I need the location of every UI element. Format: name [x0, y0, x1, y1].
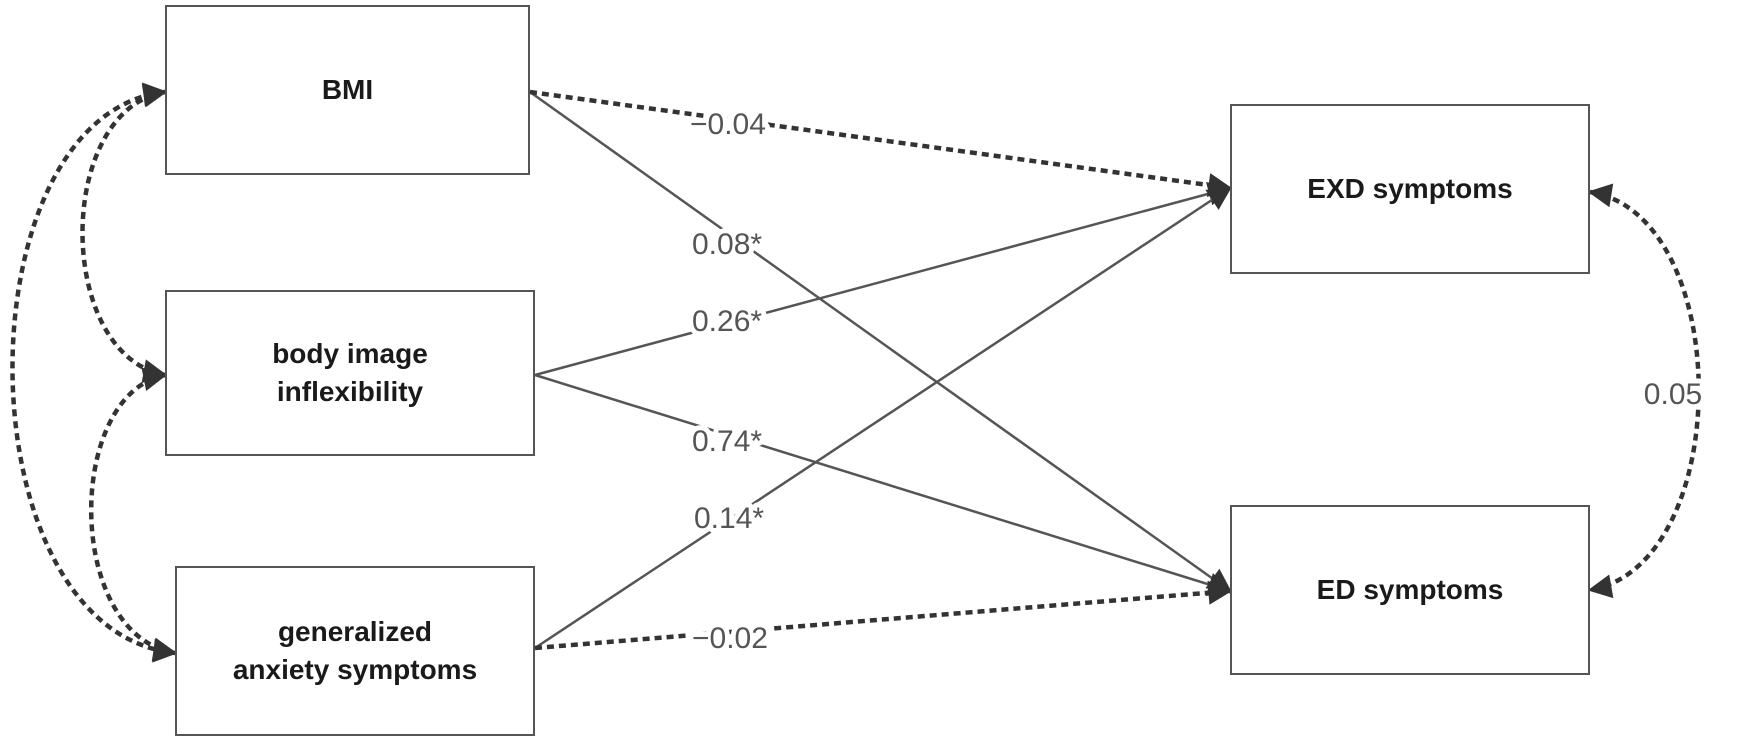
coef-bmi-ed: 0.08*	[692, 228, 762, 261]
path-body-image-to-ed	[534, 373, 1233, 597]
path-anxiety-to-ed	[534, 580, 1233, 651]
coef-body-image-exd: 0.26*	[692, 305, 762, 338]
covariance-bmi-anxiety	[10, 82, 178, 663]
covariance-bmi-body-image	[80, 83, 168, 383]
path-bmi-to-ed	[529, 90, 1232, 593]
covariance-exd-ed	[1587, 183, 1701, 599]
coef-anxiety-ed: −0.02	[692, 622, 768, 655]
node-ed-symptoms: ED symptoms	[1230, 505, 1590, 675]
node-ed-label: ED symptoms	[1316, 574, 1504, 605]
coef-exd-ed-covariance: 0.05	[1644, 378, 1702, 411]
covariance-body-image-anxiety	[89, 367, 178, 662]
node-body-image-inflexibility: body image inflexibility	[165, 290, 535, 456]
node-anxiety-label: generalized anxiety symptoms	[232, 616, 478, 685]
path-bmi-to-exd	[529, 89, 1233, 197]
node-body-image-label: body image inflexibility	[272, 338, 428, 407]
node-bmi-label: BMI	[321, 74, 374, 105]
coef-body-image-ed: 0.74*	[692, 425, 762, 458]
node-exd-symptoms: EXD symptoms	[1230, 104, 1590, 274]
node-exd-label: EXD symptoms	[1307, 173, 1513, 204]
path-anxiety-to-exd	[534, 186, 1233, 650]
node-generalized-anxiety: generalized anxiety symptoms	[175, 566, 535, 736]
coef-anxiety-exd: 0.14*	[694, 502, 764, 535]
node-bmi: BMI	[165, 5, 530, 175]
coef-bmi-exd: −0.04	[690, 108, 766, 141]
path-body-image-to-exd	[534, 182, 1233, 377]
